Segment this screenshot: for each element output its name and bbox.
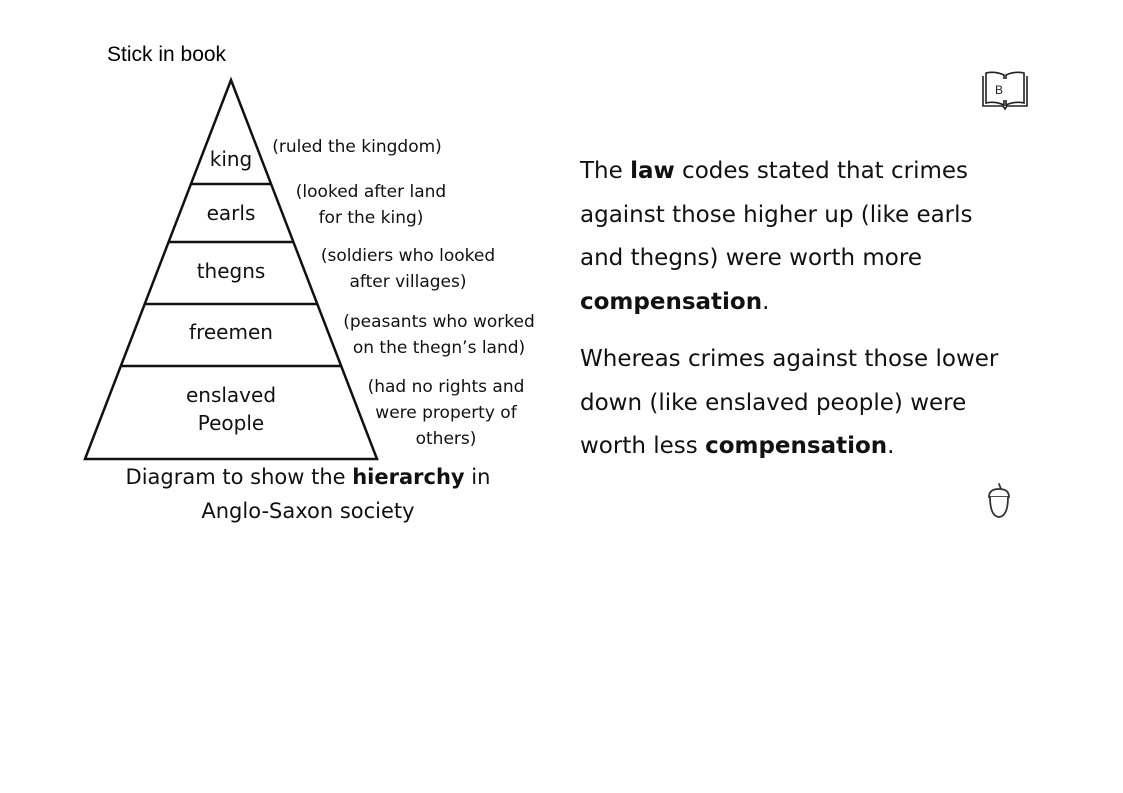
tier-label: freemen (189, 320, 273, 344)
tier-label: thegns (196, 259, 266, 283)
book-icon-letter: B (995, 83, 1003, 97)
tier-label: king (209, 147, 253, 171)
tier-role-note: (ruled the kingdom) (272, 137, 442, 157)
whereas-paragraph: Whereas crimes against those lower down … (580, 338, 1020, 469)
law-codes-paragraph: The law codes stated that crimes against… (580, 150, 1020, 324)
tier-label: earls (206, 201, 256, 225)
text-run: codes stated that crimes against those h… (580, 158, 973, 271)
bold-term: compensation (705, 433, 888, 459)
text-run: Whereas crimes against those lower down … (580, 346, 999, 459)
text-run: . (887, 433, 895, 459)
diagram-caption: Diagram to show the hierarchy in Anglo-S… (78, 460, 538, 528)
text-run: . (762, 288, 770, 315)
pyramid-outline (83, 76, 379, 461)
book-icon: B (982, 71, 1028, 111)
stick-in-book-note: Stick in book (107, 43, 227, 66)
caption-line2: Anglo-Saxon society (201, 499, 415, 523)
text-run: The (580, 158, 631, 184)
caption-post: in (464, 465, 491, 489)
bold-term: compensation (580, 288, 763, 315)
caption-pre: Diagram to show the (125, 465, 353, 489)
acorn-icon (988, 483, 1010, 518)
caption-bold: hierarchy (352, 465, 465, 489)
bold-term: law (630, 158, 675, 184)
